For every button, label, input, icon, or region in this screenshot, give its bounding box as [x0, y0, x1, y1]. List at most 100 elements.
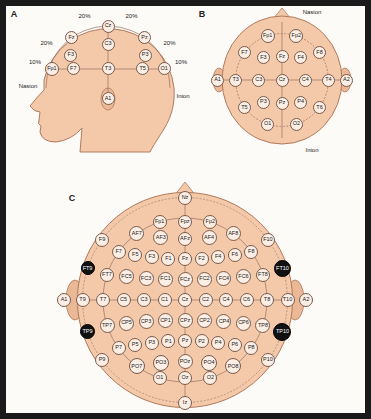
electrode: P9 [95, 353, 109, 367]
electrode-label: FCz [180, 277, 190, 283]
annotation: Inion [305, 147, 318, 153]
electrode: PO4 [201, 355, 217, 371]
electrode: P7 [112, 341, 126, 355]
electrode: Fz [65, 31, 78, 44]
electrode: FT9 [81, 261, 95, 275]
electrode: T7 [96, 293, 110, 307]
electrode: O1 [153, 371, 167, 385]
electrode: T5 [238, 101, 251, 114]
electrode: T3 [229, 74, 242, 87]
electrode: C3 [102, 38, 115, 51]
electrode-label: P6 [231, 342, 238, 348]
head-top [77, 192, 292, 407]
electrode: FC4 [216, 271, 231, 286]
electrode: F8 [313, 46, 326, 59]
electrode-label: T4 [325, 77, 331, 83]
electrode-label: Fz [279, 54, 285, 60]
electrode-label: FT10 [276, 266, 289, 272]
electrode-label: AF8 [228, 231, 238, 237]
electrode: AF7 [129, 226, 144, 241]
electrode: O1 [261, 118, 274, 131]
electrode-label: C1 [161, 297, 168, 303]
electrode-label: F8 [316, 50, 322, 56]
electrode-label: A1 [61, 297, 68, 303]
electrode-label: O1 [160, 66, 167, 72]
electrode-label: F7 [115, 249, 121, 255]
annotation: 20% [78, 13, 90, 19]
electrode-label: Fp1 [263, 33, 272, 39]
electrode-label: Fp2 [206, 219, 215, 225]
electrode: Fp1 [261, 29, 275, 43]
annotation: 10% [29, 59, 41, 65]
electrode: T8 [260, 293, 274, 307]
annotation: 20% [163, 40, 175, 46]
electrode: TP10 [273, 323, 291, 341]
electrode: F10 [261, 233, 275, 247]
electrode: A2 [299, 293, 313, 307]
electrode: CPz [178, 313, 193, 328]
electrode: F4 [294, 51, 307, 64]
electrode-label: Fz [182, 256, 188, 262]
electrode: FT10 [274, 260, 291, 277]
electrode: T4 [322, 74, 335, 87]
electrode: F6 [228, 248, 242, 262]
electrode: F3 [257, 51, 270, 64]
electrode-label: CP2 [199, 318, 210, 324]
electrode-label: TP7 [102, 323, 112, 329]
electrode-label: P3 [142, 52, 149, 58]
electrode-label: T6 [316, 105, 322, 111]
electrode-label: P10 [263, 357, 273, 363]
electrode: TP9 [80, 324, 95, 339]
panel-letter: B [199, 10, 206, 19]
electrode: CP1 [158, 313, 173, 328]
electrode: P4 [211, 336, 225, 350]
electrode: F7 [238, 46, 251, 59]
electrode-label: FT9 [83, 266, 93, 272]
electrode: PO7 [129, 358, 145, 374]
electrode-label: P4 [215, 340, 222, 346]
electrode: P3 [139, 49, 152, 62]
electrode-label: T9 [79, 297, 85, 303]
electrode: P6 [228, 338, 242, 352]
electrode: FT7 [100, 268, 114, 282]
electrode-label: AFz [180, 236, 190, 242]
electrode: P5 [128, 338, 142, 352]
electrode: O1 [158, 62, 171, 75]
panel-letter: A [11, 10, 18, 19]
electrode-label: POz [180, 359, 191, 365]
electrode-label: T7 [100, 297, 106, 303]
head-top [222, 16, 342, 144]
electrode: A2 [340, 74, 353, 87]
electrode: P4 [294, 96, 307, 109]
electrode-label: TP10 [276, 329, 289, 335]
electrode-label: A2 [303, 297, 310, 303]
electrode: FCz [178, 272, 193, 287]
electrode-label: Pz [182, 338, 188, 344]
electrode-label: P5 [132, 342, 139, 348]
electrode-label: CP5 [121, 320, 132, 326]
electrode-label: P3 [148, 340, 155, 346]
electrode: TP8 [255, 318, 270, 333]
electrode-label: FC2 [199, 276, 209, 282]
electrode-label: C3 [140, 297, 147, 303]
electrode: Iz [178, 396, 192, 410]
electrode: C4 [219, 293, 233, 307]
electrode-label: C2 [202, 297, 209, 303]
electrode: T9 [76, 293, 90, 307]
electrode: P1 [161, 334, 175, 348]
electrode-label: FT8 [258, 272, 268, 278]
electrode-label: F9 [99, 237, 105, 243]
electrode-label: F7 [241, 50, 247, 56]
electrode-label: Iz [183, 400, 187, 406]
electrode: C3 [252, 74, 265, 87]
electrode: F2 [195, 252, 209, 266]
electrode: PO3 [153, 355, 169, 371]
electrode: FC6 [236, 269, 251, 284]
electrode: POz [178, 354, 193, 369]
electrode-label: AF3 [156, 235, 166, 241]
electrode: F7 [67, 62, 80, 75]
electrode-label: CP1 [160, 318, 171, 324]
electrode-label: A1 [214, 77, 221, 83]
head-profile [30, 29, 174, 152]
electrode: T5 [136, 62, 149, 75]
